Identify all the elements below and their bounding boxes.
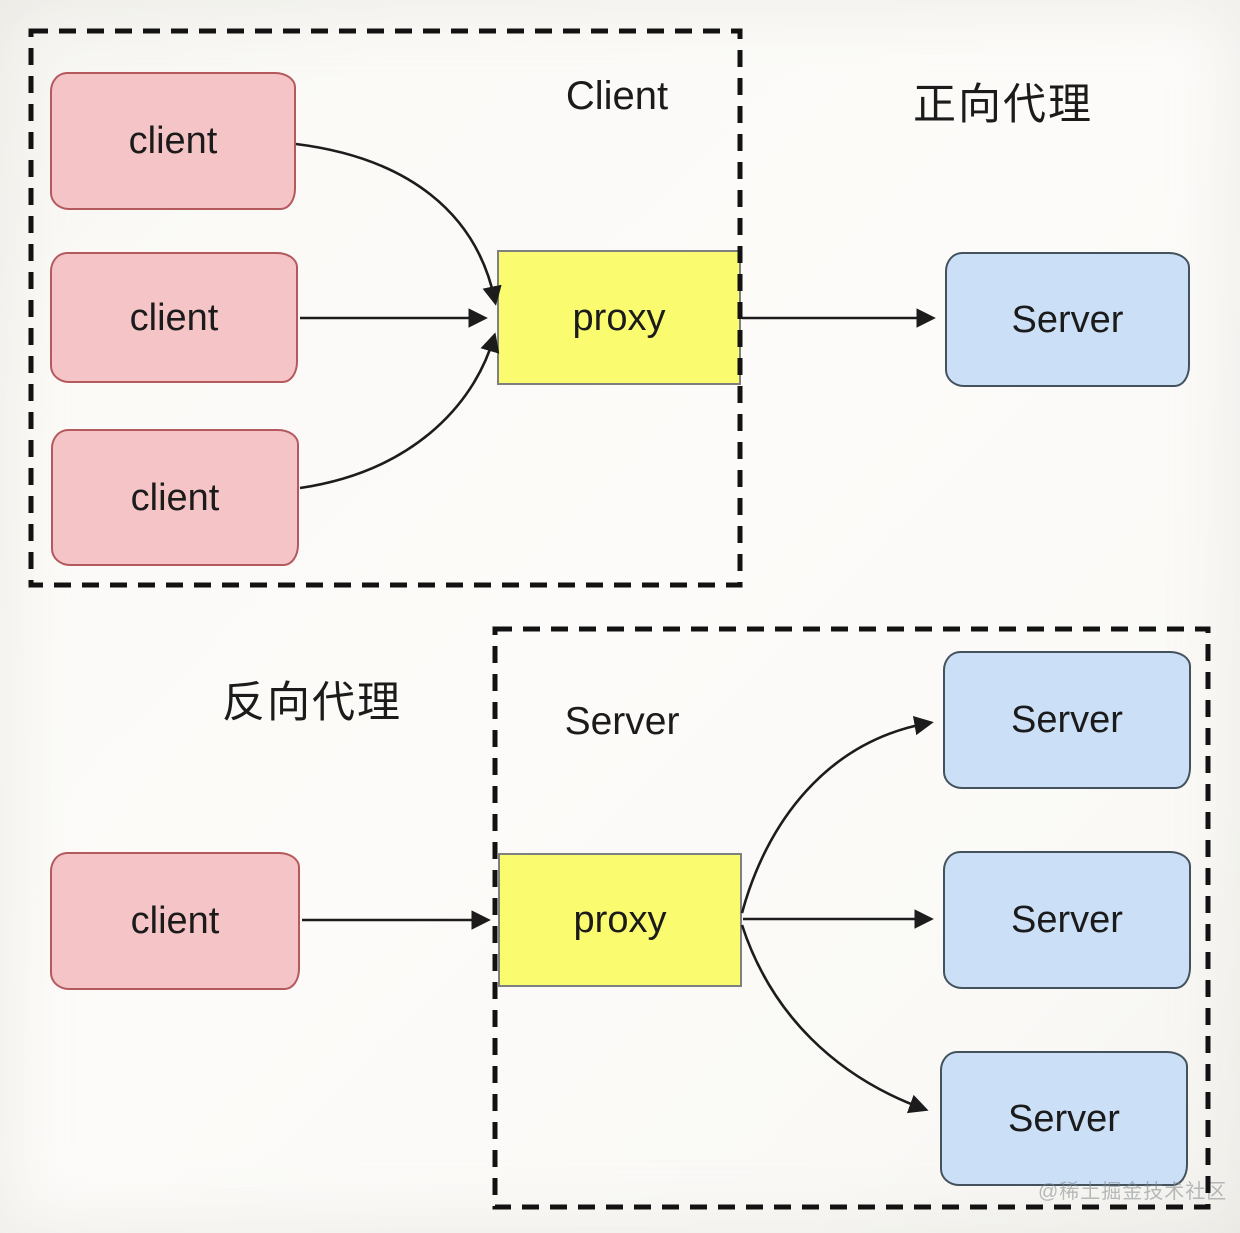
forward-client-label-2: client <box>129 296 219 339</box>
watermark: @稀土掘金技术社区 <box>1038 1181 1228 1203</box>
reverse-server-label-1: Server <box>1011 699 1123 741</box>
forward-client-box-1: client <box>50 72 296 210</box>
reverse-section-label: 反向代理 <box>222 679 402 727</box>
reverse-client-box: client <box>50 852 300 990</box>
forward-server-label: Server <box>1011 298 1124 341</box>
reverse-proxy-label: proxy <box>573 899 667 941</box>
arrow-client1-to-proxy <box>295 142 502 306</box>
forward-proxy-label: proxy <box>572 296 666 339</box>
forward-section-label: 正向代理 <box>913 81 1093 129</box>
forward-client-label-1: client <box>128 120 218 162</box>
reverse-server-box-3: Server <box>940 1051 1188 1186</box>
forward-client-label-3: client <box>130 476 220 519</box>
forward-client-box-2: client <box>50 252 298 383</box>
forward-group-label: Client <box>565 74 669 118</box>
reverse-server-box-2: Server <box>943 851 1191 989</box>
reverse-server-label-2: Server <box>1011 899 1123 941</box>
arrow-reverse-proxy-to-server1 <box>740 715 934 914</box>
reverse-client-label: client <box>130 900 220 942</box>
reverse-group-label: Server <box>564 700 680 743</box>
arrow-reverse-proxy-to-server3 <box>740 924 929 1114</box>
reverse-proxy-box: proxy <box>498 853 742 987</box>
forward-client-box-3: client <box>51 429 299 566</box>
arrow-client3-to-proxy <box>299 332 500 490</box>
reverse-server-box-1: Server <box>943 651 1191 789</box>
reverse-server-label-3: Server <box>1008 1097 1120 1140</box>
forward-proxy-box: proxy <box>497 250 741 385</box>
forward-server-box: Server <box>945 252 1190 387</box>
